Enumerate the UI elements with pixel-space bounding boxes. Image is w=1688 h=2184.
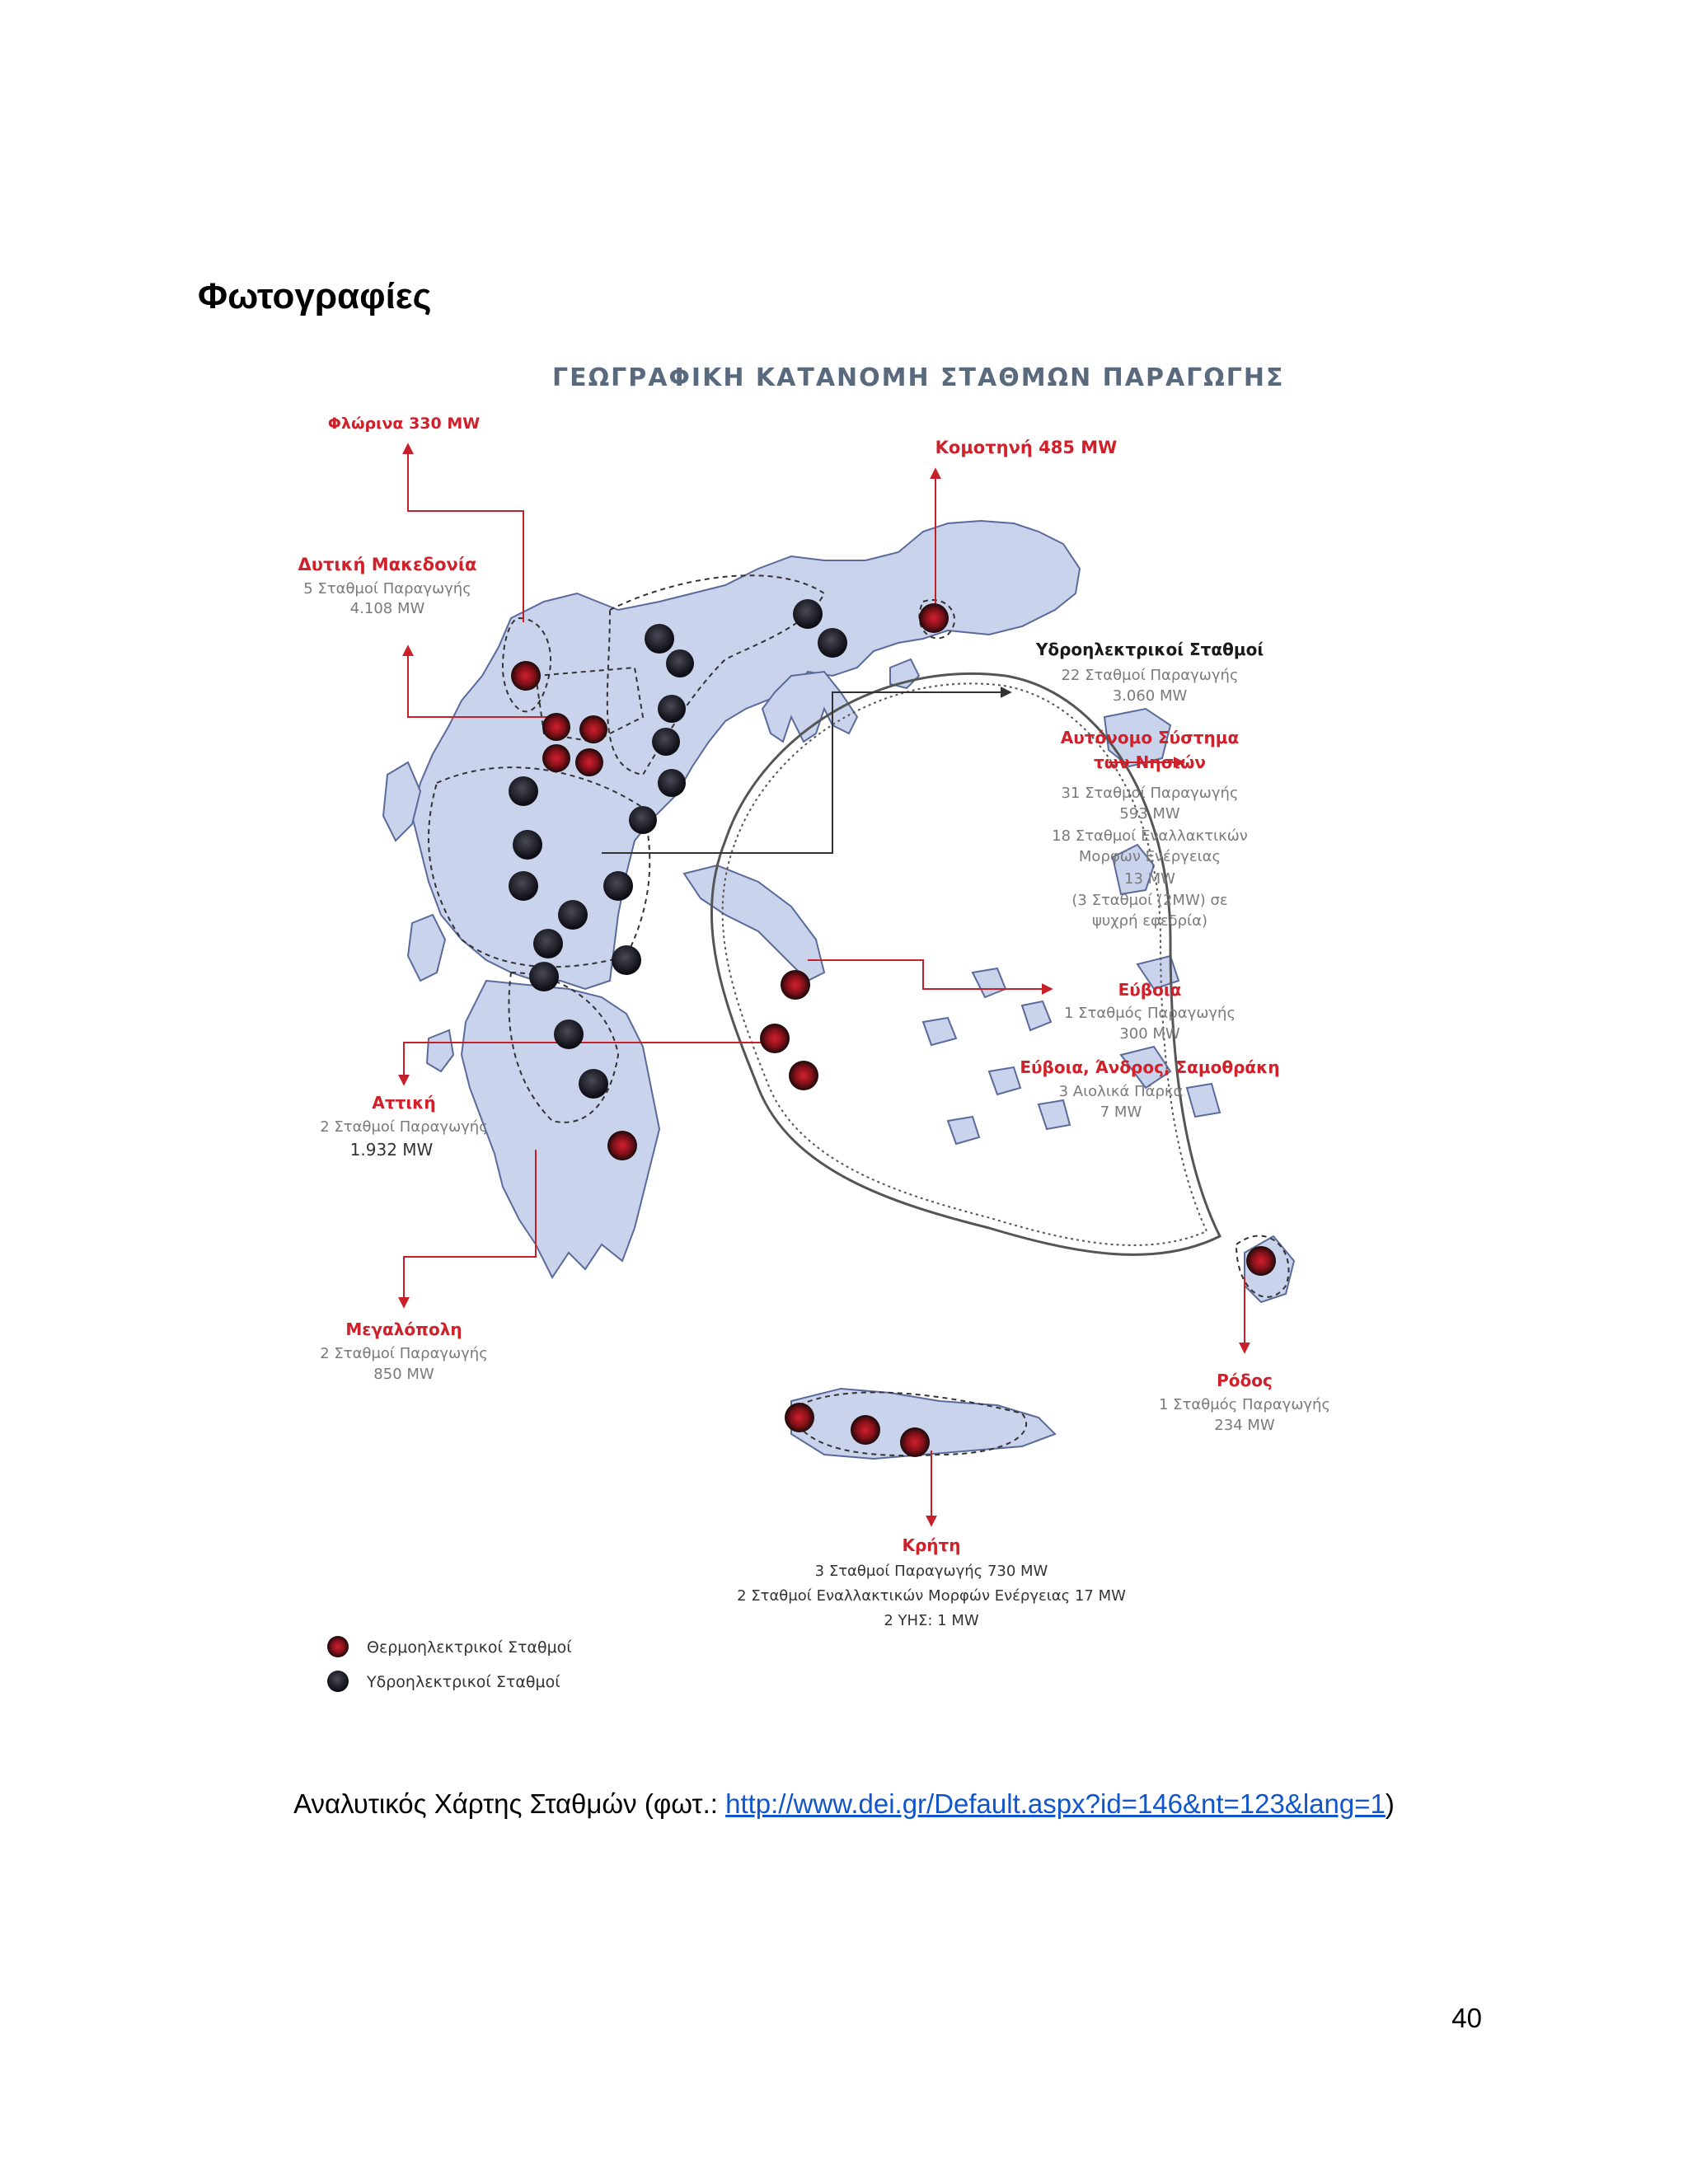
label-aytonomo-l2: 593 MW	[1119, 805, 1180, 823]
hydro-station-dot	[603, 871, 633, 901]
map-legend: Θερμοηλεκτρικοί Σταθμοί Υδροηλεκτρικοί Σ…	[327, 1636, 572, 1692]
hydro-stations	[509, 599, 847, 1099]
station-map: ΓΕΩΓΡΑΦΙΚΗ ΚΑΤΑΝΟΜΗ ΣΤΑΘΜΩΝ ΠΑΡΑΓΩΓΗΣ	[298, 363, 1330, 1692]
hydro-station-dot	[612, 945, 641, 975]
label-ydro-count: 22 Σταθμοί Παραγωγής	[1061, 667, 1238, 684]
label-megalopoli-mw: 850 MW	[373, 1366, 434, 1383]
hydro-station-dot	[579, 1069, 608, 1099]
thermal-station-dot	[575, 748, 603, 776]
caption-close: )	[1385, 1788, 1395, 1819]
legend-thermal-dot	[327, 1636, 349, 1657]
hydro-station-dot	[658, 769, 686, 797]
caption-link[interactable]: http://www.dei.gr/Default.aspx?id=146&nt…	[725, 1788, 1386, 1819]
thermal-station-dot	[760, 1024, 790, 1053]
hydro-station-dot	[554, 1019, 584, 1049]
label-kriti: Κρήτη	[902, 1535, 960, 1555]
hydro-station-dot	[658, 695, 686, 723]
label-aytonomo-2: των Νησιών	[1094, 752, 1206, 772]
label-megalopoli-count: 2 Σταθμοί Παραγωγής	[320, 1345, 488, 1362]
label-aytonomo-l5: 13 MW	[1124, 870, 1175, 888]
hydro-station-dot	[818, 628, 847, 658]
label-dytiki-makedonia-mw: 4.108 MW	[350, 600, 425, 617]
legend-hydro-dot	[327, 1671, 349, 1692]
thermal-station-dot	[851, 1415, 880, 1445]
label-evvoia-andros-count: 3 Αιολικά Πάρκα	[1059, 1083, 1184, 1100]
label-evvoia-andros: Εύβοια, Άνδρος, Σαμοθράκη	[1020, 1057, 1279, 1077]
hydro-station-dot	[793, 599, 823, 629]
hydro-station-dot	[509, 871, 538, 901]
label-rodos: Ρόδος	[1217, 1371, 1273, 1390]
label-kriti-l3: 2 ΥΗΣ: 1 MW	[884, 1612, 979, 1629]
label-aytonomo-l1: 31 Σταθμοί Παραγωγής	[1061, 785, 1238, 802]
hydro-station-dot	[529, 962, 559, 991]
thermal-station-dot	[511, 661, 541, 691]
label-aytonomo-l6: (3 Σταθμοί (2MW) σε	[1071, 892, 1227, 909]
label-florina: Φλώρινα 330 MW	[328, 415, 480, 433]
thermal-stations	[511, 603, 1276, 1457]
hydro-station-dot	[558, 900, 588, 930]
thermal-station-dot	[579, 715, 607, 743]
label-ydro-mw: 3.060 MW	[1113, 687, 1188, 705]
label-ydro: Υδροηλεκτρικοί Σταθμοί	[1035, 640, 1264, 659]
label-aytonomo-l3: 18 Σταθμοί Εναλλακτικών	[1052, 827, 1248, 845]
label-evvoia-mw: 300 MW	[1119, 1025, 1180, 1043]
map-labels: Φλώρινα 330 MW Κομοτηνή 485 MW Δυτική Μα…	[298, 415, 1330, 1629]
label-kriti-l2: 2 Σταθμοί Εναλλακτικών Μορφών Ενέργειας …	[737, 1587, 1126, 1605]
label-attiki-count: 2 Σταθμοί Παραγωγής	[320, 1118, 488, 1136]
label-komotini: Κομοτηνή 485 MW	[935, 438, 1118, 457]
hydro-station-dot	[629, 806, 657, 834]
label-dytiki-makedonia-count: 5 Σταθμοί Παραγωγής	[303, 580, 471, 598]
page-number: 40	[1451, 2003, 1482, 2033]
thermal-station-dot	[542, 713, 570, 741]
label-attiki: Αττική	[372, 1093, 435, 1113]
hydro-station-dot	[509, 776, 538, 806]
island-system-loop	[710, 672, 1222, 1256]
thermal-station-dot	[900, 1427, 930, 1457]
thermal-station-dot	[1246, 1246, 1276, 1276]
legend-thermal-label: Θερμοηλεκτρικοί Σταθμοί	[367, 1638, 572, 1657]
section-title: Φωτογραφίες	[198, 276, 432, 316]
hydro-station-dot	[533, 929, 563, 958]
figure-caption: Αναλυτικός Χάρτης Σταθμών (φωτ.: http://…	[0, 1788, 1688, 1820]
thermal-station-dot	[781, 970, 810, 1000]
thermal-station-dot	[919, 603, 949, 633]
label-evvoia-count: 1 Σταθμός Παραγωγής	[1064, 1005, 1236, 1022]
label-kriti-l1: 3 Σταθμοί Παραγωγής 730 MW	[815, 1563, 1048, 1580]
label-aytonomo-l7: ψυχρή εφεδρία)	[1092, 912, 1207, 930]
hydro-station-dot	[513, 830, 542, 860]
caption-text: Αναλυτικός Χάρτης Σταθμών (φωτ.:	[293, 1788, 726, 1819]
label-megalopoli: Μεγαλόπολη	[345, 1319, 462, 1339]
thermal-station-dot	[789, 1061, 818, 1090]
hydro-station-dot	[645, 624, 674, 654]
label-rodos-count: 1 Σταθμός Παραγωγής	[1159, 1396, 1330, 1413]
thermal-station-dot	[785, 1403, 814, 1432]
label-aytonomo-l4: Μορφών Ενέργειας	[1079, 848, 1221, 865]
label-aytonomo-1: Αυτόνομο Σύστημα	[1061, 728, 1239, 748]
thermal-station-dot	[607, 1131, 637, 1160]
connector-lines	[398, 443, 1250, 1527]
label-dytiki-makedonia: Δυτική Μακεδονία	[298, 555, 477, 574]
hydro-station-dot	[652, 728, 680, 756]
region-outlines	[428, 574, 1290, 1457]
label-rodos-mw: 234 MW	[1214, 1417, 1275, 1434]
thermal-station-dot	[542, 744, 570, 772]
map-title: ΓΕΩΓΡΑΦΙΚΗ ΚΑΤΑΝΟΜΗ ΣΤΑΘΜΩΝ ΠΑΡΑΓΩΓΗΣ	[552, 363, 1285, 392]
hydro-station-dot	[666, 649, 694, 677]
legend-hydro-label: Υδροηλεκτρικοί Σταθμοί	[366, 1673, 560, 1691]
label-evvoia-andros-mw: 7 MW	[1100, 1104, 1142, 1121]
land-mass	[382, 519, 1296, 1460]
label-evvoia: Εύβοια	[1118, 980, 1182, 1000]
label-attiki-mw: 1.932 MW	[350, 1140, 434, 1160]
